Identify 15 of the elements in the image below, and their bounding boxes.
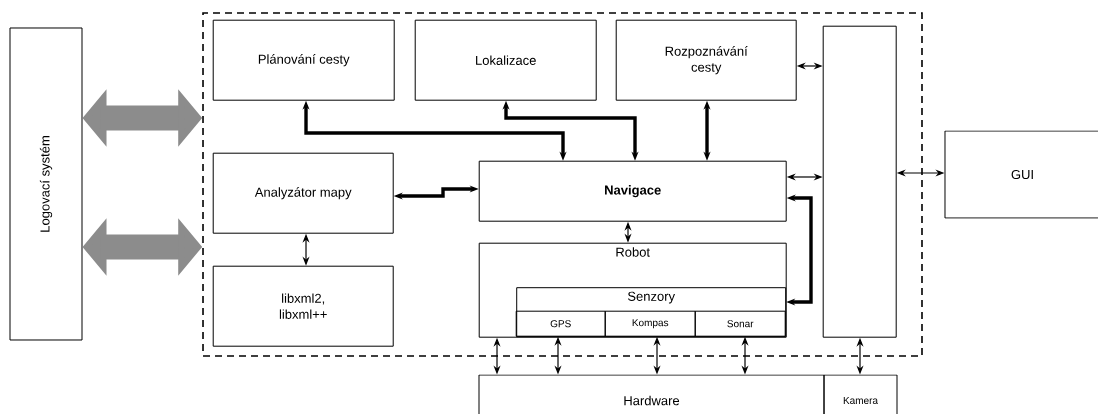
hardware-box: Hardware bbox=[478, 374, 825, 414]
module-box: Rozpoznávání cesty bbox=[615, 19, 797, 101]
sensor-cell: Kompas bbox=[604, 310, 696, 337]
library-box: libxml2, libxml++ bbox=[212, 265, 394, 347]
system-box: Logovací systém bbox=[9, 27, 83, 341]
dashed-boundary bbox=[202, 12, 923, 357]
module-box: Lokalizace bbox=[414, 19, 597, 101]
sensor-cell: Sonar bbox=[694, 310, 786, 337]
library-box bbox=[822, 25, 897, 338]
module-box: Analyzátor mapy bbox=[212, 152, 394, 234]
module-box: Plánování cesty bbox=[212, 19, 395, 101]
module-box: GUI bbox=[944, 130, 1098, 219]
module-box: Navigace bbox=[478, 160, 787, 222]
hardware-box: Kamera bbox=[823, 374, 898, 414]
sensor-cell: GPS bbox=[515, 310, 606, 337]
